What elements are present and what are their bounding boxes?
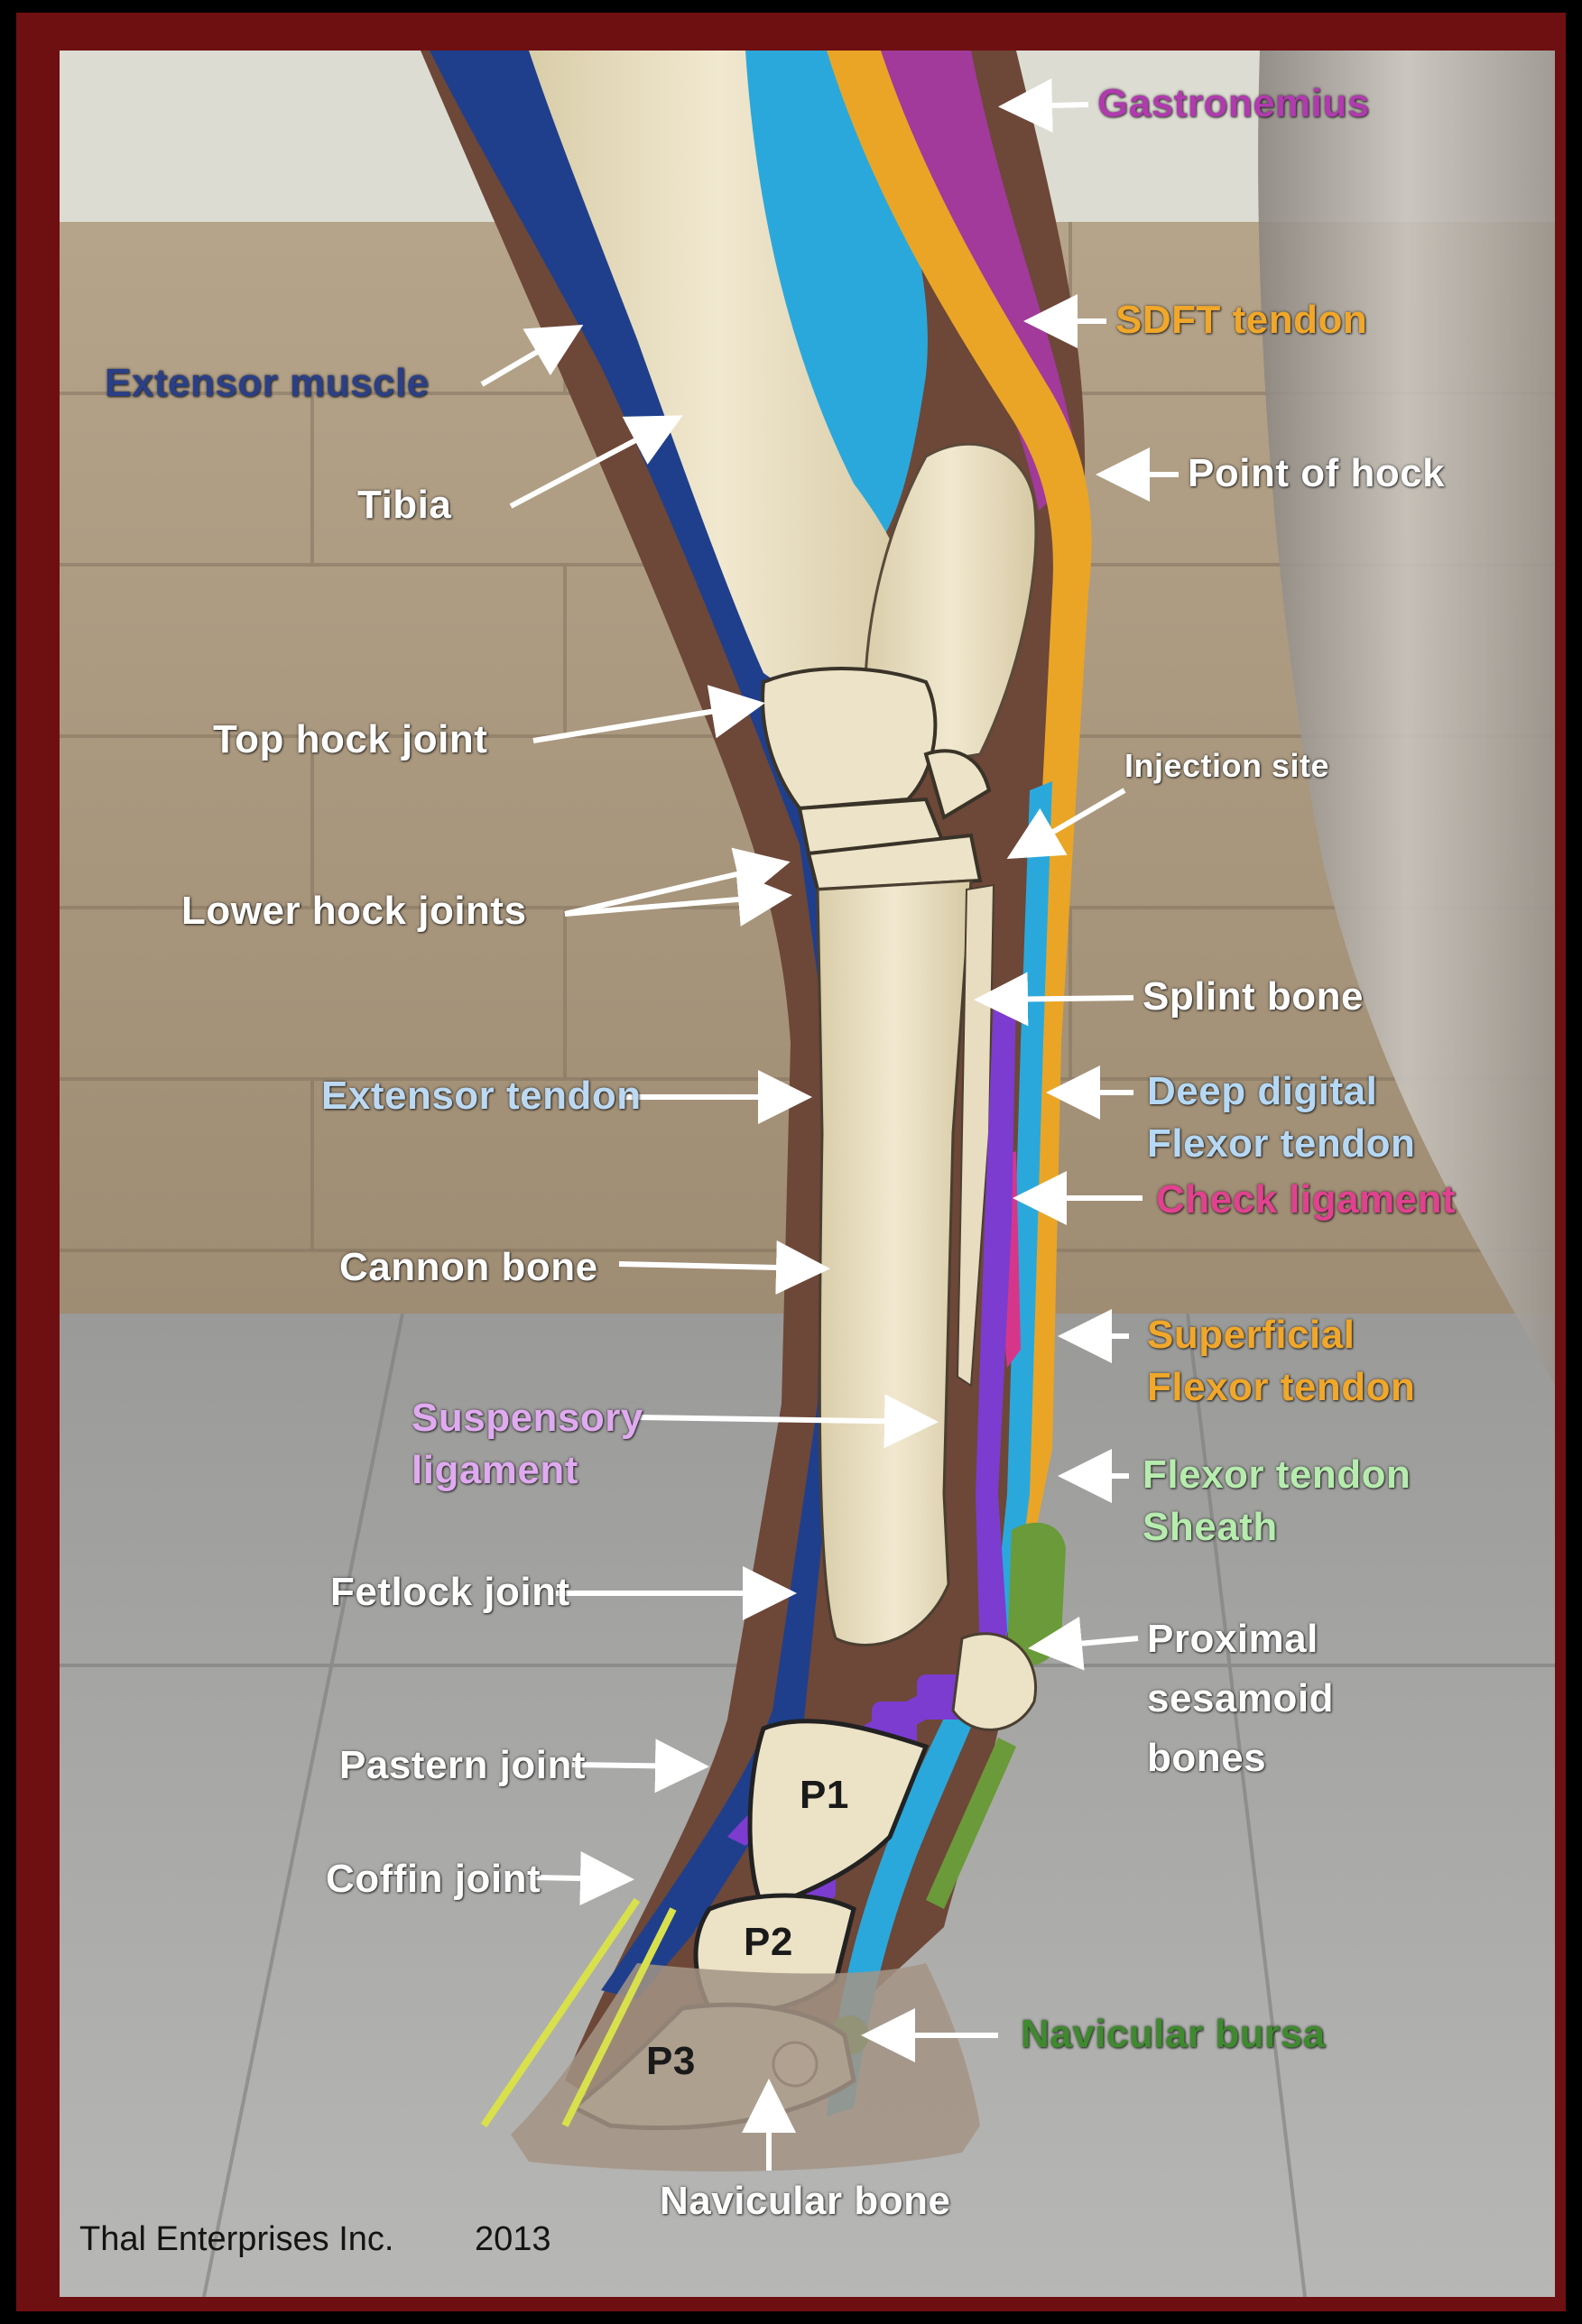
label-superficial-flexor: Superficial Flexor tendon bbox=[1147, 1309, 1415, 1414]
label-pastern-joint: Pastern joint bbox=[339, 1739, 586, 1792]
credit-company: Thal Enterprises Inc. bbox=[79, 2220, 393, 2259]
credit-year: 2013 bbox=[475, 2220, 551, 2259]
label-top-hock-joint: Top hock joint bbox=[213, 714, 487, 766]
arrow-pastern bbox=[572, 1765, 698, 1766]
arrow-gastrocnemius bbox=[1009, 105, 1088, 106]
label-injection-site: Injection site bbox=[1124, 745, 1329, 787]
label-p3: P3 bbox=[646, 2035, 696, 2088]
label-cannon-bone: Cannon bone bbox=[339, 1241, 598, 1294]
label-proximal-sesamoid: Proximal sesamoid bones bbox=[1147, 1609, 1334, 1788]
label-flexor-tendon-sheath: Flexor tendon Sheath bbox=[1143, 1449, 1411, 1554]
label-sdft-tendon: SDFT tendon bbox=[1115, 294, 1367, 346]
label-fetlock-joint: Fetlock joint bbox=[330, 1566, 570, 1618]
label-extensor-tendon: Extensor tendon bbox=[321, 1070, 642, 1122]
arrow-coffin bbox=[533, 1877, 624, 1879]
label-splint-bone: Splint bone bbox=[1143, 971, 1364, 1023]
label-suspensory-ligament: Suspensory ligament bbox=[412, 1392, 643, 1497]
label-p1: P1 bbox=[800, 1769, 849, 1821]
label-check-ligament: Check ligament bbox=[1156, 1174, 1456, 1226]
label-navicular-bone: Navicular bone bbox=[660, 2175, 950, 2227]
label-gastrocnemius: Gastronemius bbox=[1097, 78, 1370, 130]
label-extensor-muscle: Extensor muscle bbox=[105, 357, 430, 410]
photo-scene: Gastronemius SDFT tendon Extensor muscle… bbox=[60, 51, 1555, 2297]
label-navicular-bursa: Navicular bursa bbox=[1021, 2008, 1326, 2061]
label-p2: P2 bbox=[744, 1916, 793, 1969]
arrow-splint bbox=[985, 998, 1133, 1000]
label-point-of-hock: Point of hock bbox=[1188, 447, 1445, 500]
label-deep-digital-flexor: Deep digital Flexor tendon bbox=[1147, 1065, 1415, 1170]
poster-frame: Gastronemius SDFT tendon Extensor muscle… bbox=[16, 13, 1566, 2311]
label-lower-hock-joints: Lower hock joints bbox=[181, 885, 527, 937]
label-tibia: Tibia bbox=[357, 479, 451, 531]
label-coffin-joint: Coffin joint bbox=[326, 1853, 541, 1905]
